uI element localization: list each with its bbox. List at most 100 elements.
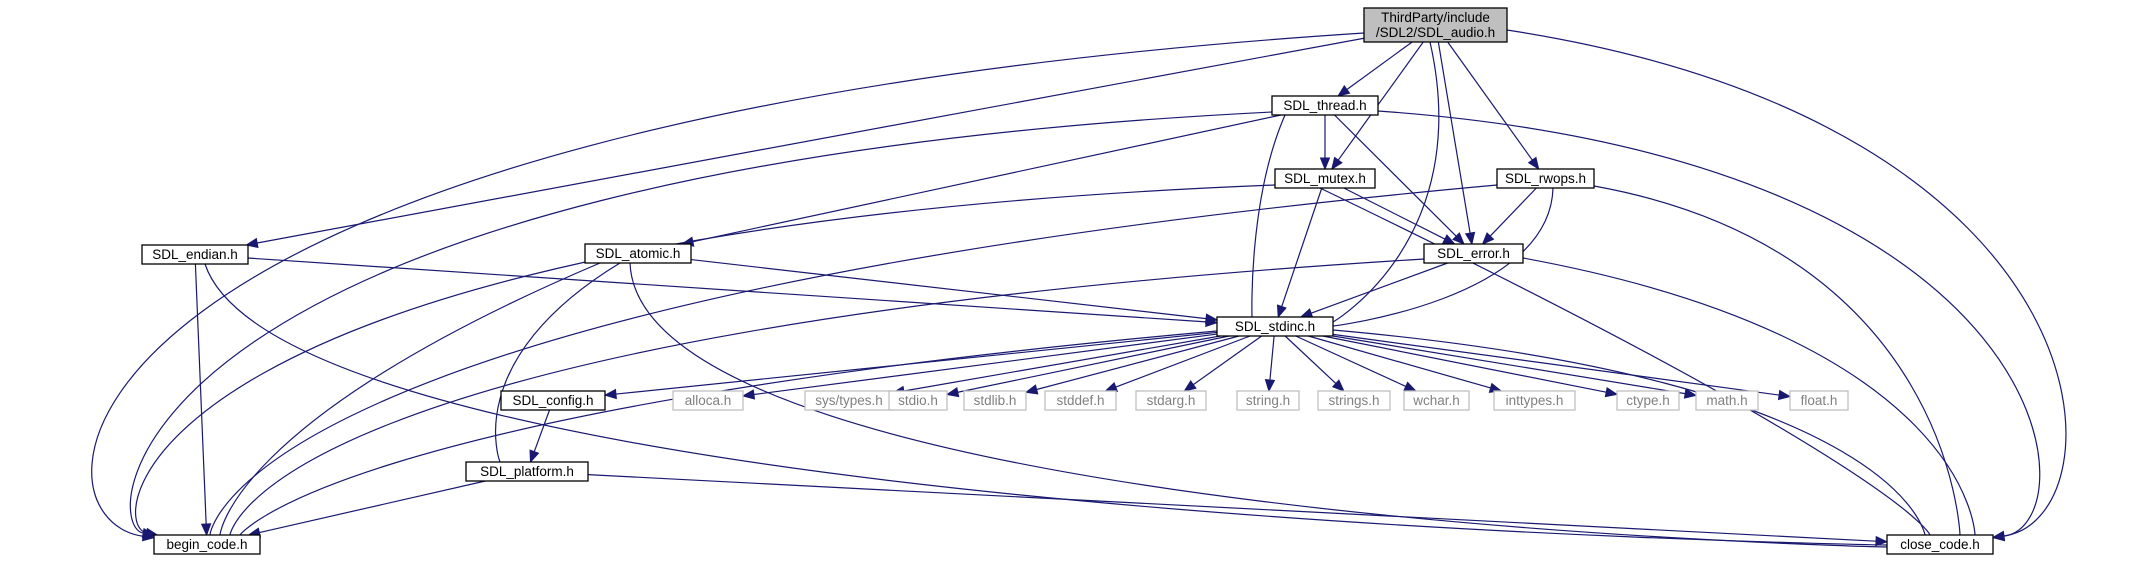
edge-sdl-audio-to-close-code [1506, 29, 2067, 542]
edge-line [1489, 187, 1537, 237]
edge-sdl-thread-to-begin-code [129, 111, 1273, 539]
edge-line [533, 409, 551, 452]
node-wchar: wchar.h [1403, 390, 1470, 411]
edge-arrowhead [1336, 84, 1351, 97]
edge-line [229, 258, 1425, 536]
edge-arrowhead [245, 237, 259, 249]
edge-line [1332, 329, 1926, 536]
edge-line [1593, 185, 1961, 536]
edge-sdl-atomic-to-begin-code [219, 262, 601, 536]
edge-sdl-atomic-to-sdl-platform [494, 262, 621, 463]
node-sdl-thread[interactable]: SDL_thread.h [1271, 95, 1379, 116]
node-box [500, 390, 606, 411]
node-box [1403, 390, 1470, 411]
edge-sdl-mutex-to-sdl-stdinc [1276, 187, 1323, 319]
edge-line [1437, 41, 1471, 234]
edge-sdl-stdinc-to-stddef [1104, 335, 1251, 392]
edge-line [1281, 187, 1323, 307]
edge-sdl-audio-to-sdl-rwops [1447, 41, 1540, 171]
node-inttypes: inttypes.h [1493, 390, 1576, 411]
node-label: inttypes.h [1506, 393, 1564, 408]
edge-line [753, 333, 1218, 396]
edge-line [1192, 335, 1262, 386]
edge-sdl-stdinc-to-string [1264, 335, 1276, 393]
node-box [465, 461, 589, 482]
edge-line [209, 184, 1498, 536]
edge-sdl-error-to-sdl-stdinc [1299, 262, 1448, 318]
node-label: SDL_endian.h [152, 247, 238, 262]
node-box [1216, 316, 1334, 337]
edge-line [1332, 335, 1686, 395]
edge-arrowhead [1331, 379, 1345, 392]
edge-line [194, 263, 207, 525]
edge-line [239, 330, 1218, 536]
node-label: close_code.h [1900, 537, 1980, 552]
edge-sdl-atomic-to-close-code [629, 262, 1888, 548]
edge-arrowhead [1481, 232, 1495, 245]
edge-arrowhead [1319, 157, 1331, 171]
node-stdio: stdio.h [888, 390, 948, 411]
node-box [1236, 390, 1300, 411]
edge-arrowhead [1403, 381, 1417, 392]
edge-line [91, 32, 1365, 537]
edge-sdl-audio-to-sdl-stdinc [1332, 41, 1440, 323]
edge-sdl-rwops-to-sdl-error [1481, 187, 1537, 245]
node-sdl-atomic[interactable]: SDL_atomic.h [584, 243, 692, 264]
edge-sdl-atomic-to-sdl-stdinc [690, 258, 1219, 324]
node-box [141, 244, 249, 265]
node-sdl-audio[interactable]: ThirdParty/include/SDL2/SDL_audio.h [1363, 7, 1508, 43]
node-box [1363, 7, 1508, 43]
edge-line [494, 262, 621, 463]
node-label: wchar.h [1412, 393, 1460, 408]
edge-sdl-thread-to-sdl-stdinc [1251, 114, 1286, 318]
edge-arrowhead [1527, 156, 1540, 171]
edge-sdl-stdinc-to-ctype [1322, 335, 1619, 398]
edge-line [1522, 257, 1976, 536]
edge-sdl-stdinc-to-math [1332, 335, 1698, 399]
node-box [1493, 390, 1576, 411]
edge-line [1332, 41, 1440, 323]
node-label: SDL_atomic.h [596, 246, 681, 261]
node-label: float.h [1801, 393, 1838, 408]
edge-arrowhead [945, 387, 960, 398]
node-sdl-endian[interactable]: SDL_endian.h [141, 244, 249, 265]
edge-line [1319, 187, 1931, 536]
edge-arrowhead [741, 389, 756, 400]
node-label: SDL_mutex.h [1284, 171, 1366, 186]
node-strings: strings.h [1317, 390, 1391, 411]
node-sdl-rwops[interactable]: SDL_rwops.h [1496, 168, 1595, 189]
node-math: math.h [1695, 390, 1759, 411]
node-alloca: alloca.h [672, 390, 744, 411]
edge-line [629, 262, 1888, 548]
edge-line [1310, 262, 1448, 314]
node-sdl-platform[interactable]: SDL_platform.h [465, 461, 589, 482]
edge-arrowhead [1264, 379, 1276, 393]
node-box [1317, 390, 1391, 411]
edge-sdl-config-to-sdl-platform [529, 409, 551, 464]
edge-line [1506, 29, 2067, 537]
node-sdl-error[interactable]: SDL_error.h [1423, 243, 1524, 264]
edge-sdl-stdinc-to-stdlib [1024, 335, 1240, 395]
edge-sdl-audio-to-sdl-endian [245, 37, 1365, 249]
edge-arrowhead [1991, 530, 2006, 542]
node-sdl-stdinc[interactable]: SDL_stdinc.h [1216, 316, 1334, 337]
nodes-layer: ThirdParty/include/SDL2/SDL_audio.hSDL_t… [141, 7, 1994, 555]
node-label: stdio.h [898, 393, 938, 408]
edge-arrowhead [1183, 380, 1197, 392]
edge-line [692, 114, 1282, 243]
node-sdl-mutex[interactable]: SDL_mutex.h [1274, 168, 1376, 189]
edge-sdl-stdinc-to-strings [1284, 335, 1345, 392]
edge-sdl-rwops-to-sdl-stdinc [1332, 187, 1554, 327]
node-float: float.h [1789, 390, 1849, 411]
node-close-code[interactable]: close_code.h [1886, 534, 1994, 555]
edge-line [1284, 335, 1337, 384]
edge-line [690, 258, 1207, 320]
node-label: SDL_platform.h [480, 464, 574, 479]
edge-line [1337, 41, 1424, 161]
node-label: SDL_config.h [512, 393, 593, 408]
edge-arrowhead [1024, 384, 1039, 395]
node-begin-code[interactable]: begin_code.h [153, 534, 261, 555]
node-box [1616, 390, 1680, 411]
node-sdl-config[interactable]: SDL_config.h [500, 390, 606, 411]
